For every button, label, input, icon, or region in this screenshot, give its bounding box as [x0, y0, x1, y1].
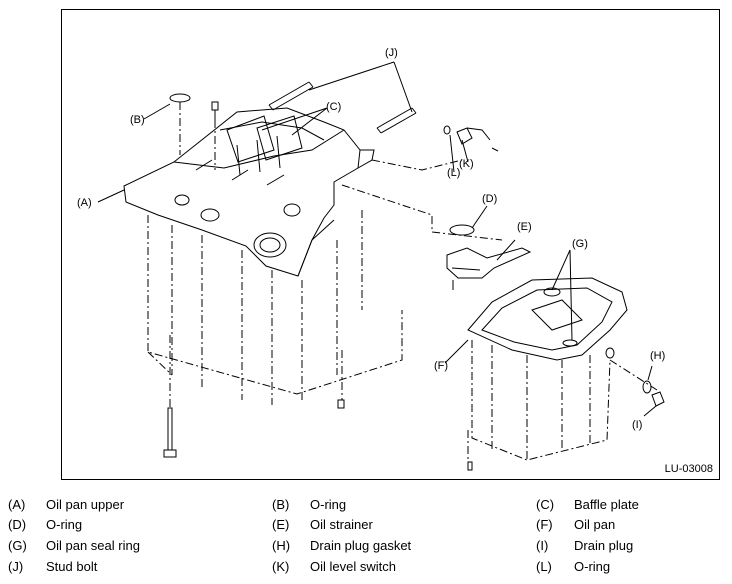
- legend-name: Oil level switch: [310, 559, 396, 574]
- legend-name: O-ring: [46, 517, 83, 532]
- legend-name: Stud bolt: [46, 559, 98, 574]
- oil-level-switch-part: [443, 125, 499, 152]
- drain-plug-gasket-part: [642, 380, 652, 394]
- callout-d: (D): [482, 193, 498, 205]
- callout-b: (B): [130, 114, 145, 126]
- legend-name: Oil pan seal ring: [46, 538, 140, 553]
- stud-bolt-parts: [268, 81, 417, 134]
- baffle-plate-part: [226, 115, 303, 163]
- legend-tag: (C): [536, 497, 555, 512]
- legend-tag: (I): [536, 538, 549, 553]
- callout-k: (K): [459, 158, 474, 170]
- exploded-diagram: (B) (A) (C) (J) (L) (K) (D) (E) (G) (F) …: [61, 9, 720, 480]
- legend-name: Drain plug: [574, 538, 634, 553]
- legend-tag: (A): [8, 497, 26, 512]
- legend-tag: (F): [536, 517, 553, 532]
- legend-name: O-ring: [310, 497, 347, 512]
- callout-i: (I): [632, 419, 643, 431]
- legend-name: Drain plug gasket: [310, 538, 412, 553]
- legend-name: O-ring: [574, 559, 611, 574]
- alignment-lines-upper: [147, 102, 503, 408]
- callout-l: (L): [447, 167, 461, 179]
- legend-name: Oil pan upper: [46, 497, 125, 512]
- legend-tag: (K): [272, 559, 290, 574]
- callout-a: (A): [77, 197, 92, 209]
- legend-tag: (B): [272, 497, 290, 512]
- legend-name: Oil strainer: [310, 517, 373, 532]
- legend-tag: (G): [8, 538, 27, 553]
- figure-code: LU-03008: [664, 463, 713, 475]
- callout-g: (G): [572, 238, 588, 250]
- legend-tag: (E): [272, 517, 290, 532]
- drain-plug-part: [651, 391, 665, 407]
- callout-c: (C): [326, 101, 342, 113]
- diagram-drawing: [97, 61, 665, 471]
- legend-tag: (H): [272, 538, 291, 553]
- long-bolt-part: [163, 407, 177, 458]
- parts-legend: (A) Oil pan upper (B) O-ring (C) Baffle …: [0, 490, 732, 584]
- legend-name: Oil pan: [574, 517, 616, 532]
- callout-e: (E): [517, 221, 532, 233]
- o-ring-d-part: [449, 224, 475, 236]
- pan-bolt-part: [467, 461, 473, 471]
- legend-tag: (L): [536, 559, 552, 574]
- callout-j: (J): [385, 47, 398, 59]
- legend-tag: (J): [8, 559, 24, 574]
- short-bolt-part: [337, 399, 345, 409]
- callout-h: (H): [650, 350, 666, 362]
- oil-pan-upper-part: [123, 107, 375, 277]
- leader-lines: [97, 61, 657, 417]
- oil-strainer-part: [446, 247, 532, 290]
- o-ring-b-part: [169, 93, 191, 103]
- legend-name: Baffle plate: [574, 497, 639, 512]
- alignment-lines-pan: [467, 340, 658, 462]
- bolt-top-part: [211, 101, 219, 120]
- legend-tag: (D): [8, 517, 27, 532]
- oil-pan-part: [467, 277, 628, 361]
- callout-f: (F): [434, 360, 449, 372]
